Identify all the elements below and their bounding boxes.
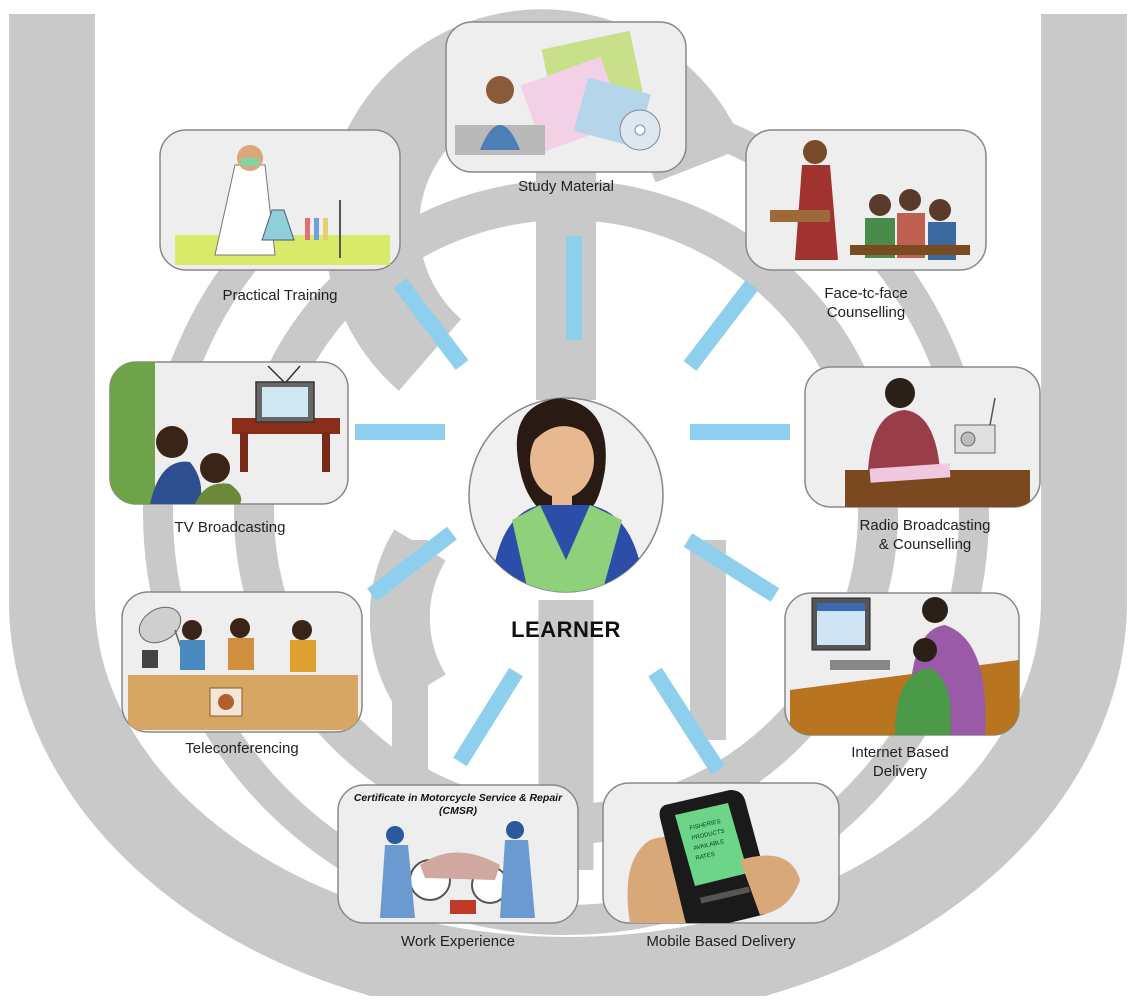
frame-internet-delivery — [784, 592, 1020, 736]
arrow-face-to-face — [683, 280, 759, 371]
frame-work-experience — [337, 784, 579, 924]
mobile-phone-icon: FISHERIES PRODUCTS AVAILABLE RATES — [627, 790, 800, 923]
arrow-mobile-delivery — [648, 667, 725, 775]
arrow-work-experience — [453, 667, 523, 767]
lab-flask-icon — [175, 145, 390, 265]
label-practical-training: Practical Training — [222, 287, 338, 304]
svg-text:RATES: RATES — [695, 852, 715, 862]
label-face-to-face: Face-tc-face Counselling — [824, 285, 908, 321]
frame-face-to-face — [745, 129, 987, 271]
motorcycle-icon — [380, 821, 535, 918]
books-icon — [455, 30, 661, 155]
arrow-teleconferencing — [367, 526, 457, 602]
learner-circle — [468, 397, 664, 593]
label-internet-delivery: Internet Based Delivery — [851, 744, 949, 780]
computer-icon — [790, 597, 1019, 735]
frame-teleconferencing — [121, 591, 363, 733]
pupil-icon — [490, 398, 645, 592]
label-radio-broadcasting: Radio Broadcasting & Counselling — [859, 517, 991, 553]
frame-study-material — [445, 21, 687, 173]
label-study-material: Study Material — [518, 178, 614, 195]
arrow-internet-delivery — [683, 533, 780, 602]
frame-tv-broadcasting — [109, 361, 349, 505]
label-tv-broadcasting: TV Broadcasting — [174, 519, 286, 536]
label-teleconferencing: Teleconferencing — [185, 740, 299, 757]
tv-icon — [110, 362, 340, 504]
arrow-practical-training — [393, 278, 469, 370]
label-mobile-delivery: Mobile Based Delivery — [646, 933, 796, 950]
frame-radio-broadcasting — [804, 366, 1041, 508]
frame-practical-training — [159, 129, 401, 271]
classroom-icon — [770, 140, 970, 260]
radio-icon — [845, 378, 1030, 507]
label-work-experience: Work Experience — [401, 933, 515, 950]
learner-label: LEARNER — [511, 617, 621, 642]
satellite-dish-icon — [128, 606, 358, 730]
connector-arrows — [355, 235, 791, 775]
certificate-title: Certificate in Motorcycle Service & Repa… — [353, 792, 563, 817]
frame-mobile-delivery: FISHERIES PRODUCTS AVAILABLE RATES — [602, 782, 840, 924]
